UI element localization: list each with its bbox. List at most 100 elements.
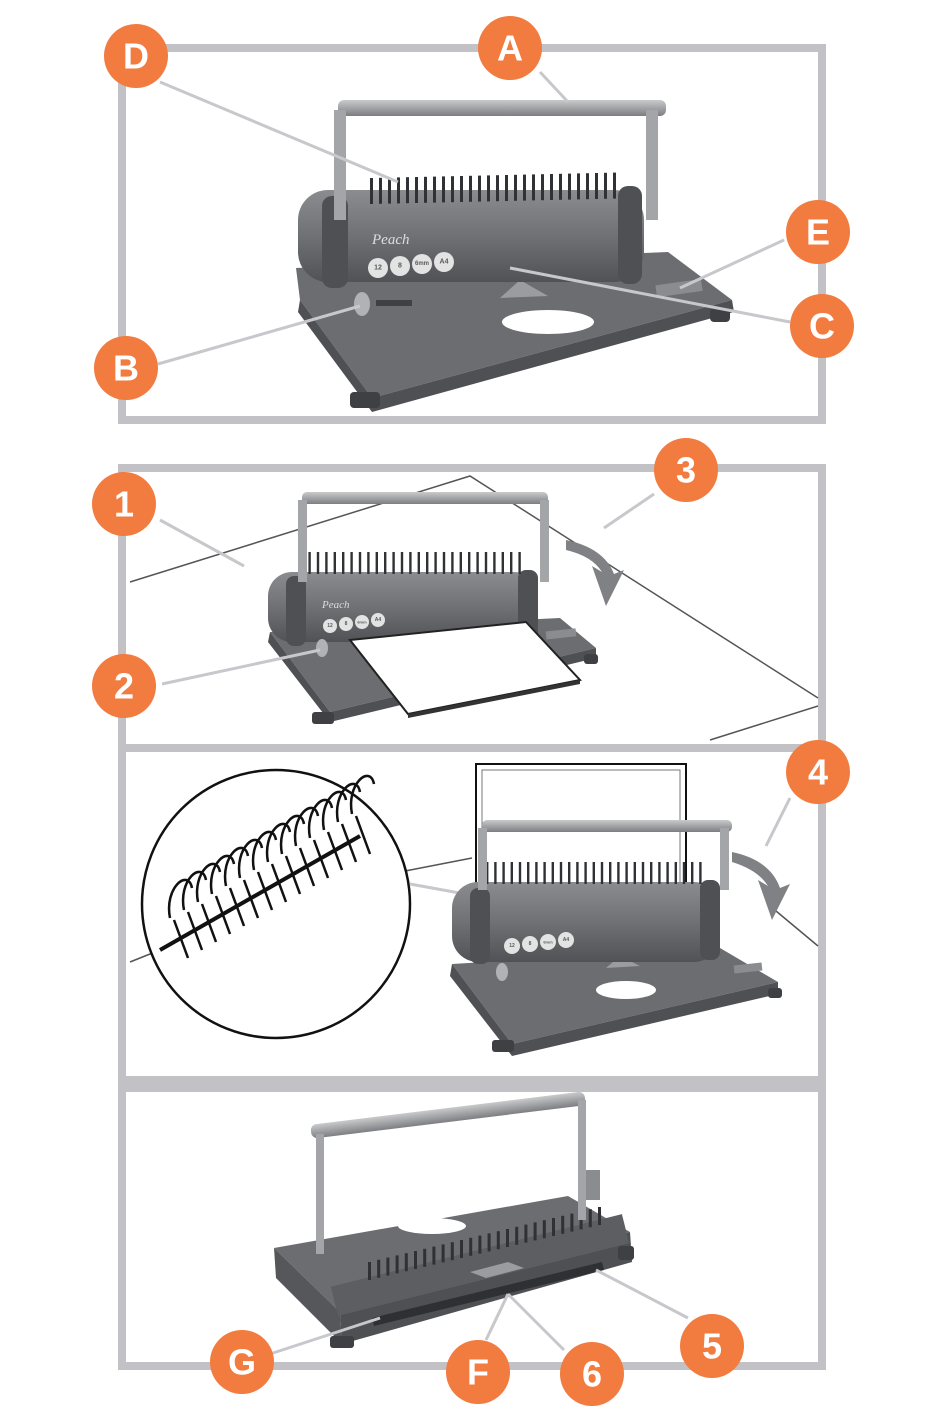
comb-tooth bbox=[598, 1207, 601, 1225]
panel-overview: Peach 12 8 6mm A4 D A E C B bbox=[94, 16, 854, 420]
binding-machine-rear bbox=[274, 1091, 634, 1348]
comb-tooth bbox=[488, 1233, 491, 1251]
comb-tooth bbox=[469, 1238, 472, 1256]
svg-text:B: B bbox=[113, 348, 139, 389]
svg-text:2: 2 bbox=[114, 666, 134, 707]
comb-tooth bbox=[650, 862, 652, 884]
comb-tooth bbox=[342, 552, 344, 574]
comb-tooth bbox=[559, 174, 562, 200]
comb-tooth bbox=[515, 1227, 518, 1245]
comb-tooth bbox=[368, 1262, 371, 1280]
chip-diameter: 6mm bbox=[415, 261, 429, 267]
comb-tooth bbox=[505, 175, 508, 201]
comb-tooth bbox=[634, 862, 636, 884]
comb-tooth bbox=[469, 176, 472, 202]
callout-step-5: 5 bbox=[680, 1314, 744, 1378]
comb-tooth bbox=[396, 1255, 399, 1273]
comb-tooth bbox=[424, 177, 427, 203]
comb-tooth bbox=[308, 552, 310, 574]
machine-foot bbox=[350, 392, 380, 408]
comb-tooth bbox=[502, 862, 504, 884]
comb-tooth bbox=[451, 1242, 454, 1260]
brand-logo: Peach bbox=[371, 232, 409, 248]
comb-tooth bbox=[523, 175, 526, 201]
svg-text:6: 6 bbox=[582, 1354, 602, 1395]
comb-tooth bbox=[478, 1236, 481, 1254]
comb-detail-inset bbox=[142, 770, 410, 1038]
comb-tooth bbox=[401, 552, 403, 574]
comb-tooth bbox=[604, 173, 607, 199]
comb-tooth bbox=[577, 173, 580, 199]
callout-c: C bbox=[790, 294, 854, 358]
lever-arm-left bbox=[316, 1134, 324, 1254]
comb-tooth bbox=[370, 178, 373, 204]
comb-tooth bbox=[617, 862, 619, 884]
rotate-arrow-icon bbox=[566, 540, 624, 606]
comb-tooth bbox=[392, 552, 394, 574]
comb-tooth bbox=[535, 862, 537, 884]
comb-tooth bbox=[642, 862, 644, 884]
lever-arm-right bbox=[578, 1100, 586, 1220]
comb-tooth bbox=[478, 176, 481, 202]
chip-count: 8 bbox=[529, 941, 532, 947]
chip-sheets: 12 bbox=[509, 943, 515, 949]
chip-diameter: 6mm bbox=[543, 940, 553, 945]
comb-tooth bbox=[451, 552, 453, 574]
svg-text:5: 5 bbox=[702, 1326, 722, 1367]
leader-line-3 bbox=[604, 494, 654, 528]
comb-tooth bbox=[426, 552, 428, 574]
comb-tooth bbox=[625, 862, 627, 884]
binding-machine: Peach 12 8 6mm A4 bbox=[268, 492, 598, 724]
leader-line-5 bbox=[596, 1270, 688, 1318]
comb-tooth bbox=[384, 552, 386, 574]
callout-a: A bbox=[478, 16, 542, 80]
comb-tooth bbox=[376, 552, 378, 574]
comb-tooth bbox=[350, 552, 352, 574]
comb-tooth bbox=[609, 862, 611, 884]
comb-drum bbox=[298, 190, 644, 282]
comb-tooth bbox=[550, 174, 553, 200]
panel-step-comb: 12 8 6mm A4 4 bbox=[122, 740, 850, 1080]
base-cutout bbox=[398, 1218, 466, 1234]
comb-tooth bbox=[487, 175, 490, 201]
comb-tooth bbox=[532, 174, 535, 200]
comb-tooth bbox=[552, 1218, 555, 1236]
lever-handle bbox=[302, 492, 548, 504]
comb-tooth bbox=[485, 552, 487, 574]
comb-tooth bbox=[543, 1220, 546, 1238]
chip-sheets: 12 bbox=[327, 623, 333, 629]
comb-tooth bbox=[502, 552, 504, 574]
svg-text:1: 1 bbox=[114, 484, 134, 525]
rotate-arrow-icon bbox=[732, 852, 790, 920]
callout-f: F bbox=[446, 1340, 510, 1404]
chip-format: A4 bbox=[563, 937, 570, 943]
table-edge bbox=[770, 906, 818, 946]
callout-e: E bbox=[786, 200, 850, 264]
comb-tooth bbox=[468, 552, 470, 574]
comb-tooth bbox=[658, 862, 660, 884]
comb-tooth bbox=[414, 1251, 417, 1269]
table-edge bbox=[400, 858, 472, 872]
callout-step-1: 1 bbox=[92, 472, 156, 536]
comb-tooth bbox=[541, 174, 544, 200]
comb-tooth bbox=[334, 552, 336, 574]
lever-handle bbox=[338, 100, 666, 116]
comb-tooth bbox=[317, 552, 319, 574]
svg-text:3: 3 bbox=[676, 450, 696, 491]
lever-handle bbox=[310, 1091, 586, 1139]
width-guide-knob bbox=[316, 639, 328, 657]
comb-tooth bbox=[518, 552, 520, 574]
leader-line-6 bbox=[508, 1294, 564, 1350]
comb-tooth bbox=[388, 178, 391, 204]
comb-tooth bbox=[595, 173, 598, 199]
callout-g: G bbox=[210, 1330, 274, 1394]
comb-tooth bbox=[443, 552, 445, 574]
lever-handle bbox=[482, 820, 732, 832]
comb-tooth bbox=[568, 862, 570, 884]
svg-text:A: A bbox=[497, 28, 523, 69]
comb-tooth bbox=[451, 176, 454, 202]
comb-tooth bbox=[586, 173, 589, 199]
comb-tooth bbox=[442, 1244, 445, 1262]
